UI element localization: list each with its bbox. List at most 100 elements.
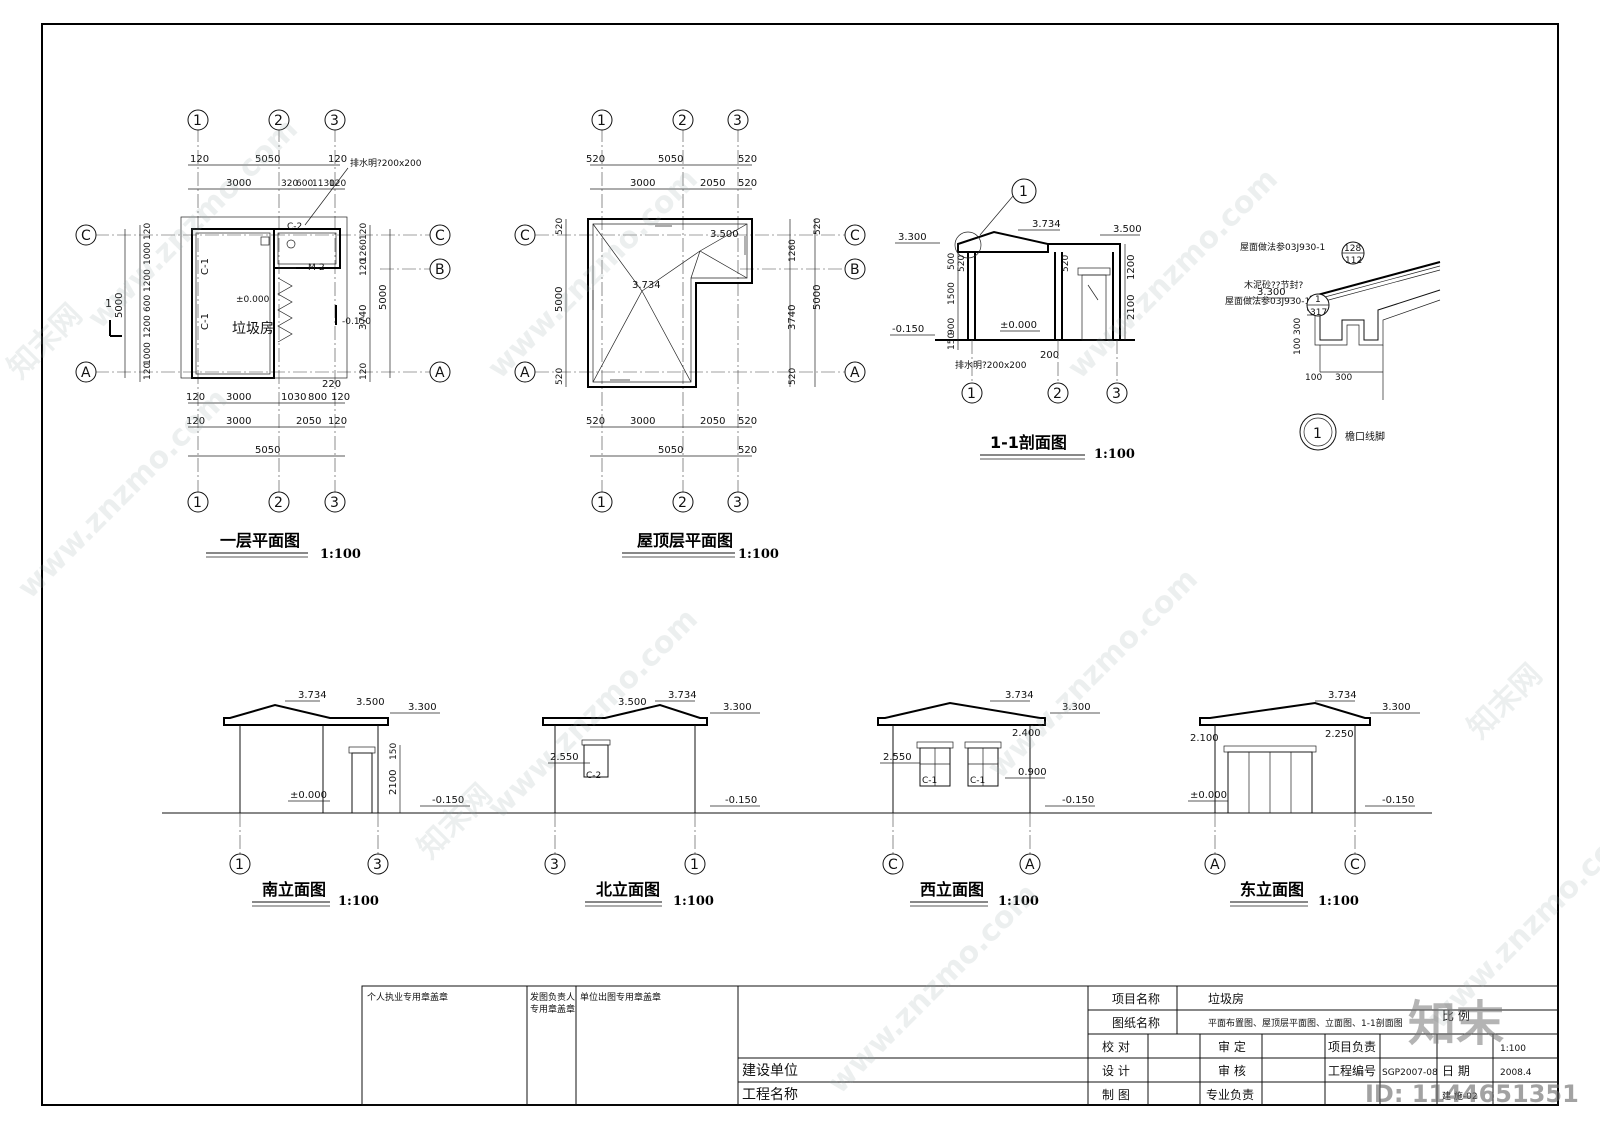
watermark-text: www.znzmo.com (821, 877, 1045, 1101)
axis-label: 1 (193, 495, 202, 511)
window-tag: C-1 (970, 776, 985, 786)
project-label: 工程名称 (742, 1087, 798, 1103)
axis-label: A (435, 365, 445, 381)
dim-text: 120 (359, 363, 369, 380)
level-mark: 3.300 (1062, 702, 1091, 713)
draw-label: 制 图 (1102, 1088, 1130, 1102)
dim-text: 120 (331, 392, 350, 403)
axis-label: C (520, 228, 530, 244)
ref-code: 128 (1344, 244, 1361, 254)
axis-label: 2 (274, 113, 283, 129)
design-label: 设 计 (1102, 1064, 1130, 1078)
watermark-text: www.znzmo.com (981, 562, 1205, 786)
build-unit-label: 建设单位 (742, 1063, 798, 1079)
level-mark: 3.500 (618, 697, 647, 708)
plan-roof-scale: 1:100 (738, 547, 779, 562)
elevation-south: 3.734 3.500 3.300 ±0.000 -0.150 150 2100… (223, 690, 470, 909)
axis-label: 2 (678, 495, 687, 511)
elevation-scale: 1:100 (338, 894, 379, 909)
section-title: 1-1剖面图 (990, 433, 1067, 452)
axis-label: 3 (733, 113, 742, 129)
dim-text: 150 (947, 333, 957, 350)
section-scale: 1:100 (1094, 447, 1135, 462)
elevation-east: 3.734 3.300 2.100 2.250 ±0.000 -0.150 A … (1188, 690, 1420, 909)
level-mark: ±0.000 (1000, 320, 1037, 331)
level-mark: -0.150 (432, 795, 464, 806)
dim-text: 520 (555, 368, 565, 385)
dim-text: 100 (1293, 338, 1303, 355)
axis-label: A (1210, 857, 1220, 873)
door-tag: M-2 (308, 263, 325, 273)
level-mark: 3.500 (356, 697, 385, 708)
dim-text: 300 (1293, 318, 1303, 335)
dim-text: 120 (186, 416, 205, 427)
dim-text: 520 (957, 255, 967, 272)
ref-code: 1 (1315, 295, 1321, 305)
watermark-text: www.znzmo.com (1061, 162, 1285, 386)
dim-text: 120 (190, 154, 209, 165)
project-no: SGP2007-08 (1382, 1068, 1438, 1078)
watermark-text: www.znzmo.com (481, 602, 705, 826)
dim-text: 5000 (378, 285, 389, 310)
dim-text: 520 (788, 368, 798, 385)
date-value: 2008.4 (1500, 1068, 1532, 1078)
project-no-label: 工程编号 (1328, 1063, 1376, 1078)
axis-label: 1 (193, 113, 202, 129)
level-mark: 3.500 (710, 229, 739, 240)
stamp-label: 单位出图专用章盖章 (580, 991, 661, 1003)
dim-text: 600 (296, 179, 313, 189)
dim-text: 3000 (630, 178, 655, 189)
dim-text: 520 (738, 416, 757, 427)
dim-text: 520 (813, 218, 823, 235)
detail-mark: 1 (1313, 426, 1322, 442)
elevation-scale: 1:100 (1318, 894, 1359, 909)
stamp-label: 发图负责人 (530, 991, 575, 1003)
plan-roof-title: 屋顶层平面图 (637, 531, 733, 550)
axis-bubbles-roof: 1 2 3 1 2 3 C A C B A (514, 109, 866, 513)
axis-label: C (81, 228, 91, 244)
dim-text: 1260 (788, 239, 798, 262)
detail-note: 木泥砂??节封? (1244, 279, 1304, 291)
level-mark: 3.300 (408, 702, 437, 713)
axis-label: 3 (733, 495, 742, 511)
axis-label: C (850, 228, 860, 244)
scale-label: 比 例 (1442, 1009, 1470, 1023)
axis-label: 1 (597, 113, 606, 129)
watermark-id: ID: 1144651351 (1365, 1080, 1579, 1108)
level-mark: 3.300 (1257, 287, 1286, 298)
elevation-west: C-1 C-1 3.734 3.300 2.400 2.550 0.900 -0… (877, 690, 1100, 909)
eave-detail: 屋面做法参03J930-1 木泥砂??节封? 屋面做法参03J930-1 128… (1225, 241, 1441, 451)
level-mark: 2.400 (1012, 728, 1041, 739)
level-mark: ±0.000 (236, 295, 270, 305)
review-label: 审 核 (1218, 1063, 1246, 1078)
roof-plan: 3.500 3.734 520 5050 520 3000 2050 520 5… (535, 128, 855, 562)
axis-label: C (1350, 857, 1360, 873)
section-1-1: 1 3.300 3.734 3.500 ±0.000 -0.150 500 52… (890, 178, 1142, 462)
dim-text: 900 (947, 318, 957, 335)
level-mark: 3.734 (1005, 690, 1034, 701)
dim-text: 1200 (1126, 255, 1137, 280)
axis-label: 1 (967, 386, 976, 402)
dim-text: 5050 (658, 154, 683, 165)
dim-text: 5050 (255, 154, 280, 165)
dim-text: 3000 (226, 392, 251, 403)
level-mark: -0.150 (342, 317, 371, 327)
approve-label: 审 定 (1218, 1039, 1246, 1054)
axis-label: 2 (1053, 386, 1062, 402)
axis-bubbles-ground: 1 2 3 1 2 3 C A C B A (75, 109, 451, 513)
dim-text: 5050 (658, 445, 683, 456)
dim-text: 120 (328, 416, 347, 427)
room-name: 垃圾房 (232, 321, 274, 337)
axis-label: A (1025, 857, 1035, 873)
dim-text: 120 (359, 223, 369, 240)
axis-label: 1 (597, 495, 606, 511)
level-mark: 3.734 (1032, 219, 1061, 230)
level-mark: ±0.000 (1190, 790, 1227, 801)
dim-text: 500 (947, 253, 957, 270)
dim-text: 1200 (143, 315, 153, 338)
elevation-title: 北立面图 (596, 880, 660, 899)
project-name-label: 项目名称 (1112, 991, 1160, 1006)
level-mark: 2.550 (550, 752, 579, 763)
dim-text: 200 (1040, 350, 1059, 361)
